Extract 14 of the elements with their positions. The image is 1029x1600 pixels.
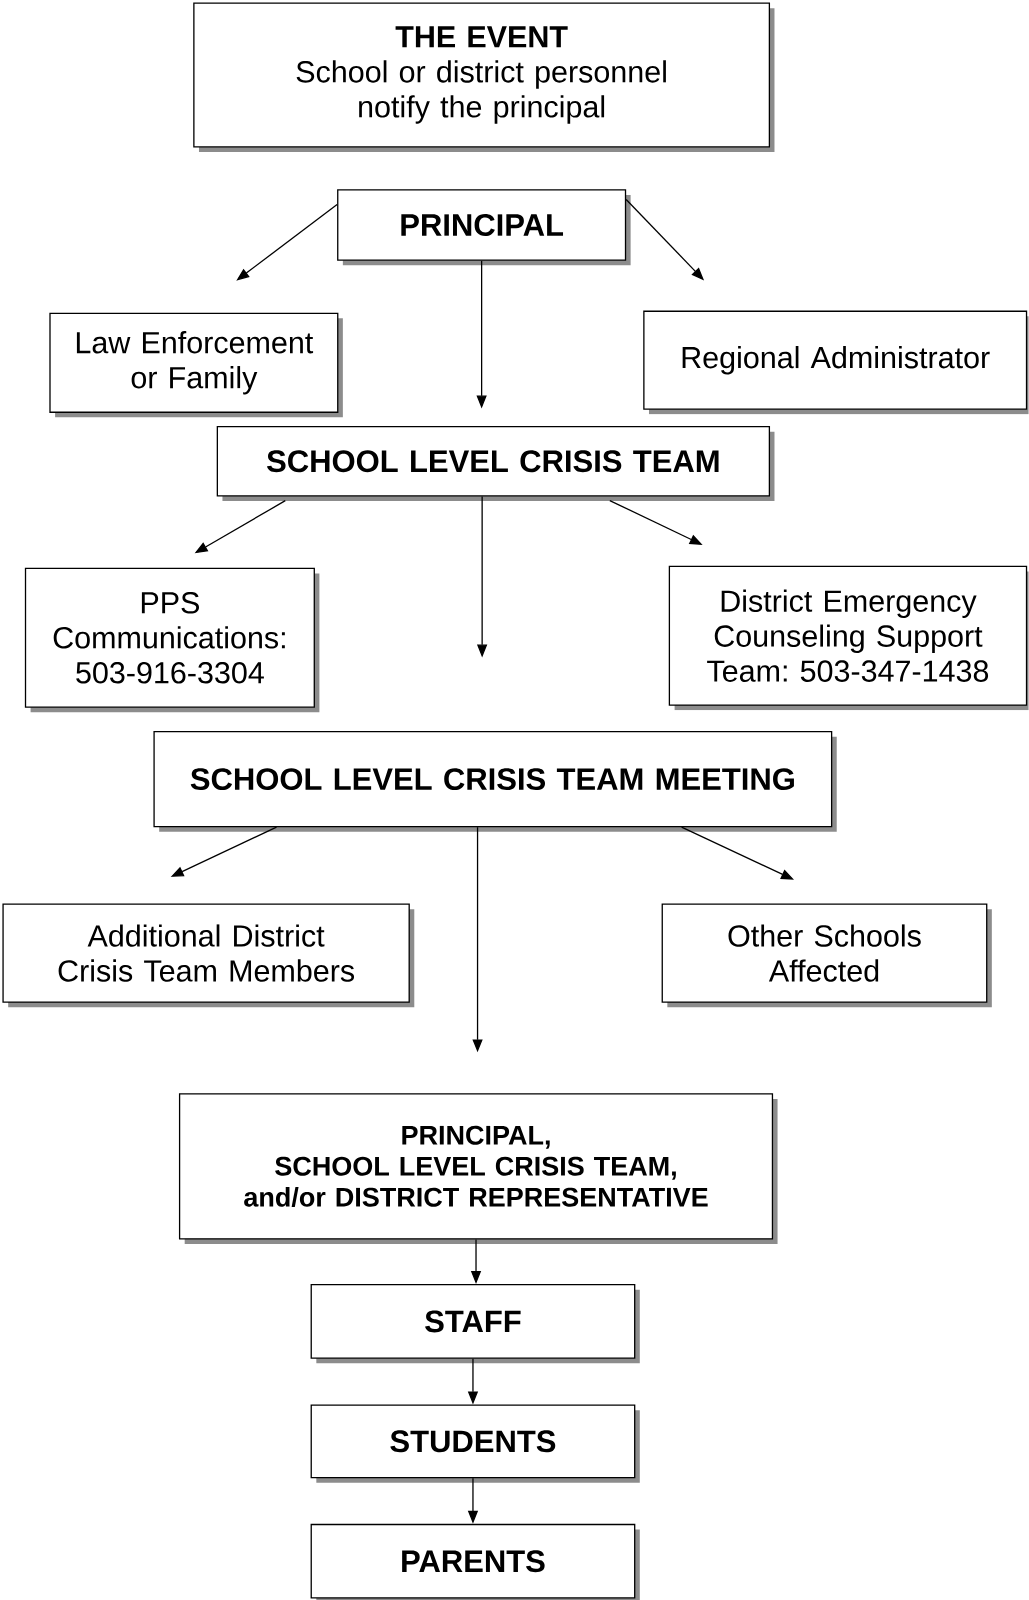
process-box: PARENTS	[310, 1523, 640, 1600]
process-box: SCHOOL LEVEL CRISIS TEAM	[216, 425, 775, 502]
process-box: Law Enforcement or Family	[49, 312, 344, 418]
process-box: Additional District Crisis Team Members	[2, 903, 415, 1008]
process-box: Regional Administrator	[643, 310, 1029, 415]
process-box: PRINCIPAL	[337, 189, 631, 266]
process-box: PRINCIPAL, SCHOOL LEVEL CRISIS TEAM, and/or DISTRICT REPRESENTATIVE	[179, 1093, 778, 1244]
process-box: STUDENTS	[310, 1404, 640, 1483]
process-box: THE EVENT School or district personnel notify the principal	[193, 2, 775, 153]
process-box: PPS Communications: 503-916-3304	[25, 567, 320, 713]
process-box: Other Schools Affected	[661, 903, 993, 1008]
process-box: SCHOOL LEVEL CRISIS TEAM MEETING	[153, 731, 837, 832]
process-box: STAFF	[310, 1284, 640, 1364]
process-box: District Emergency Counseling Support Team: 503-347-1438	[668, 565, 1029, 711]
